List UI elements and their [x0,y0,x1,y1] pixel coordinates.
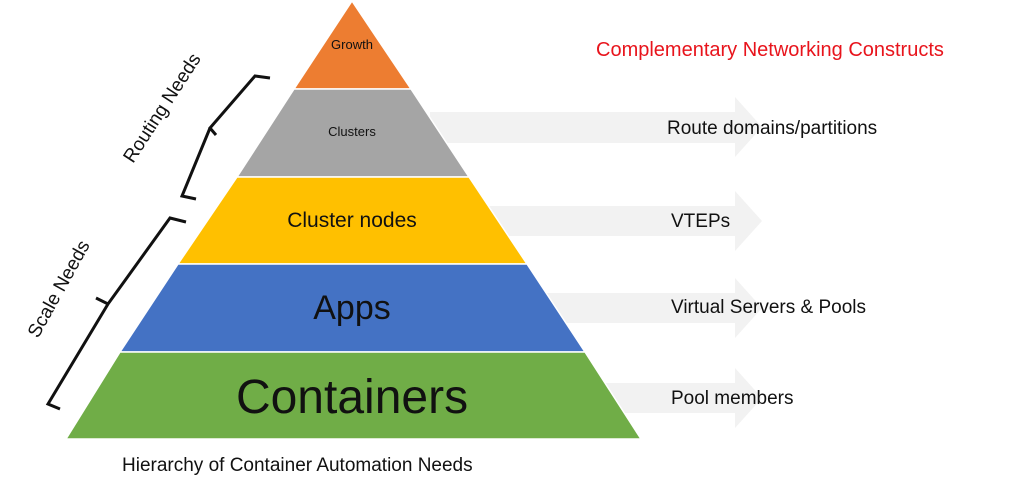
pyramid [64,0,643,440]
layer-cluster-nodes-label: Cluster nodes [287,209,417,232]
construct-virtual-servers: Virtual Servers & Pools [671,297,866,318]
construct-pool-members: Pool members [671,388,794,409]
routing-needs-bracket [179,74,271,201]
layer-clusters-label: Clusters [328,124,376,139]
layer-growth-label: Growth [331,37,373,52]
scale-needs-label: Scale Needs [24,237,95,341]
arrow-route-domains [430,97,762,157]
arrow-virtual-servers [520,278,762,338]
layer-containers-label: Containers [236,371,468,424]
layer-apps-label: Apps [313,289,391,327]
arrow-vteps [470,191,762,251]
constructs-title: Complementary Networking Constructs [596,39,944,61]
construct-route-domains: Route domains/partitions [667,118,877,139]
scale-needs-bracket [45,216,187,411]
layer-containers [64,351,643,440]
routing-needs-label: Routing Needs [120,50,206,167]
diagram-caption: Hierarchy of Container Automation Needs [122,455,473,476]
construct-vteps: VTEPs [671,211,730,232]
